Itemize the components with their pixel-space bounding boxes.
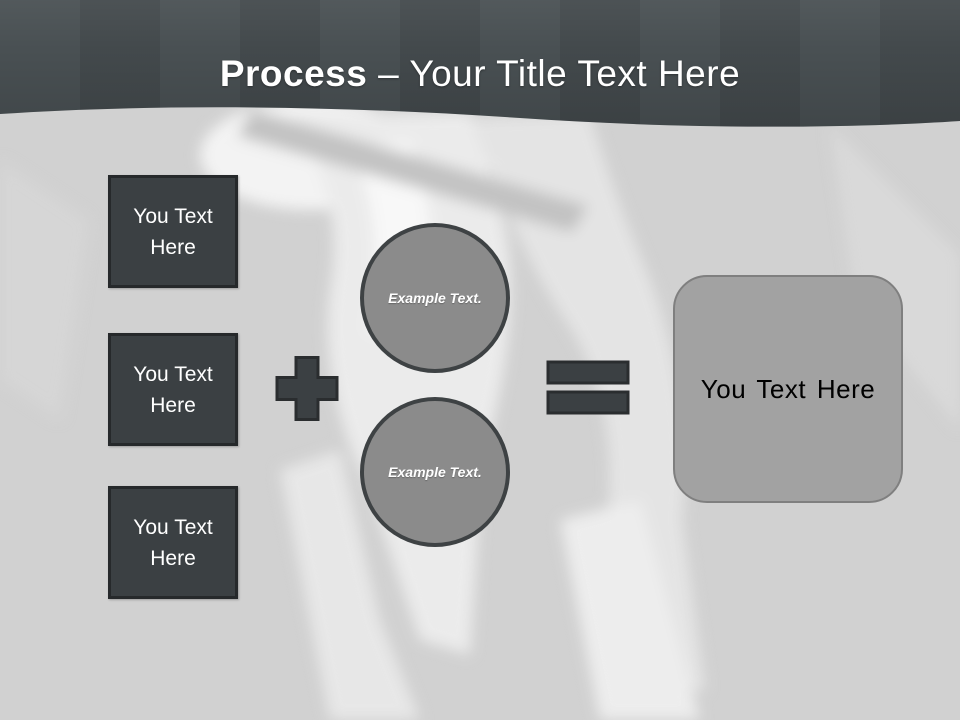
- figure-leg-shape-right: [560, 500, 700, 720]
- process-step-box-1[interactable]: You Text Here: [108, 175, 238, 288]
- figure-arm-shape-right: [830, 125, 960, 430]
- example-circle-label: Example Text.: [388, 289, 482, 306]
- equals-icon[interactable]: [545, 358, 633, 418]
- example-circle-label: Example Text.: [388, 463, 482, 480]
- example-circle-2[interactable]: Example Text.: [360, 397, 510, 547]
- title-keyword: Process: [219, 53, 368, 94]
- step-label: You Text Here: [133, 204, 213, 259]
- plus-icon[interactable]: [274, 354, 340, 423]
- step-label: You Text Here: [133, 362, 213, 417]
- title-subtitle: – Your Title Text Here: [367, 53, 741, 94]
- example-circle-1[interactable]: Example Text.: [360, 223, 510, 373]
- figure-strap-shape: [238, 110, 588, 232]
- process-step-box-2[interactable]: You Text Here: [108, 333, 238, 446]
- figure-arm-shape-far-left: [0, 160, 90, 420]
- result-box[interactable]: You Text Here: [673, 275, 903, 503]
- step-label: You Text Here: [133, 515, 213, 570]
- figure-leg-shape-left: [280, 450, 420, 720]
- slide-title[interactable]: Process – Your Title Text Here: [0, 52, 960, 96]
- result-label: You Text Here: [700, 373, 876, 404]
- process-step-box-3[interactable]: You Text Here: [108, 486, 238, 599]
